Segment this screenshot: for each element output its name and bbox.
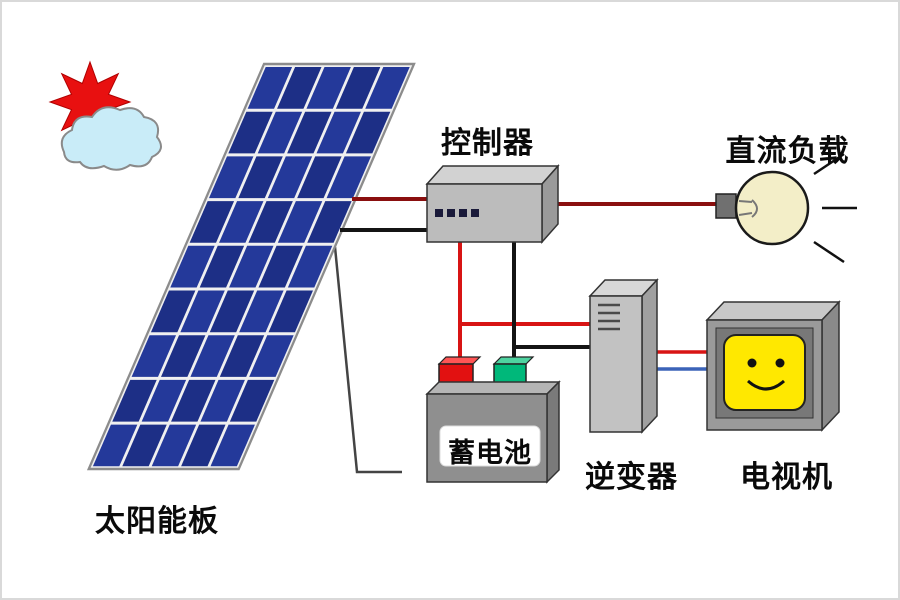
solar-cell	[181, 424, 226, 467]
solar-panel	[86, 62, 416, 471]
solar-cell	[189, 201, 235, 243]
solar-cell	[365, 67, 410, 109]
dc-load-label: 直流负载	[725, 135, 850, 168]
solar-panel-cells	[92, 67, 410, 467]
controller-port	[471, 209, 479, 217]
solar-cell	[219, 201, 264, 243]
inverter-vents	[598, 303, 620, 331]
solar-cell	[267, 156, 313, 199]
solar-cell	[307, 201, 352, 243]
solar-cell	[180, 290, 225, 333]
tv-box	[705, 300, 841, 432]
solar-cell	[345, 111, 391, 154]
bulb-filament	[738, 199, 758, 218]
bulb-base	[715, 193, 737, 219]
solar-cell	[190, 335, 235, 377]
panel-support	[333, 246, 402, 474]
smiley-eye	[747, 358, 757, 368]
solar-cell	[249, 335, 294, 377]
cloud-icon	[60, 106, 162, 171]
solar-cell	[247, 67, 293, 109]
controller-box	[425, 164, 560, 244]
battery-side-face	[546, 380, 560, 484]
solar-cell	[200, 379, 245, 422]
solar-cell	[277, 201, 323, 243]
battery-terminal-negative-top	[492, 356, 535, 365]
solar-cell	[171, 379, 216, 422]
controller-port	[435, 209, 443, 217]
controller-port	[459, 209, 467, 217]
solar-cell	[335, 67, 381, 109]
battery-box	[425, 356, 561, 484]
controller-port	[447, 209, 455, 217]
solar-cell	[160, 335, 206, 377]
dc-load-bulb	[715, 152, 857, 264]
tv-side-face	[821, 300, 840, 432]
smiley-smile	[747, 379, 785, 391]
controller-front-face	[426, 183, 543, 243]
smiley-eye	[775, 358, 785, 368]
inverter-box	[588, 278, 659, 434]
solar-cell	[141, 379, 187, 422]
solar-cell	[287, 111, 332, 154]
battery-label: 蓄电池	[448, 438, 532, 468]
inverter-front-face	[589, 295, 643, 433]
solar-cell	[229, 245, 274, 288]
bulb-ray	[813, 240, 845, 264]
solar-cell	[268, 290, 313, 333]
solar-cell	[287, 245, 333, 288]
solar-cell	[199, 245, 245, 288]
solar-cell	[326, 156, 372, 199]
controller-label: 控制器	[441, 127, 534, 160]
battery-top-face	[425, 381, 561, 395]
solar-cell	[209, 290, 255, 333]
inverter-side-face	[641, 278, 658, 434]
solar-cell	[170, 245, 215, 288]
bulb-glass	[734, 170, 810, 246]
solar-cell	[122, 424, 167, 467]
solar-cell	[131, 335, 177, 377]
solar-panel-label: 太阳能板	[95, 505, 219, 538]
bulb-ray	[813, 152, 845, 176]
solar-cell	[248, 201, 293, 243]
tv-top-face	[705, 301, 841, 321]
tv-label: 电视机	[740, 461, 833, 494]
solar-cell	[258, 245, 303, 288]
solar-cell	[92, 424, 138, 467]
solar-cell	[112, 379, 157, 422]
solar-cell	[238, 156, 283, 199]
solar-cell	[151, 424, 197, 467]
solar-cell	[208, 156, 254, 199]
solar-cell	[219, 335, 265, 377]
solar-cell	[277, 67, 322, 109]
solar-cell	[210, 424, 255, 467]
solar-cell	[150, 290, 196, 333]
solar-cell	[316, 111, 361, 154]
solar-cell	[229, 379, 275, 422]
solar-cell	[239, 290, 284, 333]
battery-label-plate	[439, 425, 541, 467]
solar-cell	[306, 67, 351, 109]
solar-cell	[297, 156, 342, 199]
solar-cell	[257, 111, 303, 154]
battery-terminal-positive-top	[437, 356, 482, 365]
controller-top-face	[425, 165, 560, 185]
solar-cell	[228, 111, 273, 154]
tv-screen	[723, 334, 806, 411]
inverter-label: 逆变器	[585, 461, 678, 494]
